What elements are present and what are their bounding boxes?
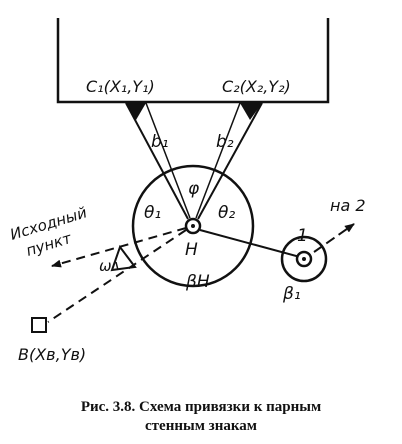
- line-h-to-point-1: [199, 229, 301, 258]
- label-b2: b₂: [216, 132, 234, 152]
- label-c2: C₂(X₂,Y₂): [222, 77, 291, 96]
- label-point-1: 1: [297, 226, 308, 246]
- point-b-square: [31, 317, 47, 333]
- omega-angle-sector: [110, 244, 137, 272]
- label-beta1: β₁: [282, 284, 301, 304]
- omega-tick: [115, 261, 119, 271]
- wall-mark-c1-wedge: [126, 103, 146, 120]
- sight-line-b2: [197, 102, 263, 220]
- arrow-to-point-2: [313, 223, 355, 253]
- wall-mark-c2-wedge: [240, 103, 262, 120]
- station-h-marker-inner: [191, 224, 195, 228]
- station-circle: [131, 164, 255, 288]
- sight-line-b1-right: [145, 102, 191, 219]
- dashed-line-to-b: [47, 229, 187, 323]
- caption-line-1: Рис. 3.8. Схема привязки к парным: [81, 399, 321, 415]
- label-h: H: [185, 240, 198, 260]
- sight-line-b2-left: [195, 102, 241, 219]
- label-b1: b₁: [151, 132, 169, 152]
- label-to-point-2: на 2: [330, 196, 366, 215]
- sight-line-b1: [125, 102, 189, 220]
- label-phi: φ: [188, 179, 200, 199]
- label-point-b: B(Xв,Yв): [18, 345, 86, 364]
- label-theta1: θ₁: [144, 203, 161, 223]
- label-theta2: θ₂: [218, 203, 235, 223]
- label-beta-h: βH: [185, 272, 210, 292]
- label-c1: C₁(X₁,Y₁): [86, 77, 155, 96]
- caption-line-2: стенным знакам: [145, 418, 257, 434]
- label-omega: ω: [99, 257, 112, 275]
- building-wall: [56, 18, 330, 104]
- point-1-center: [302, 257, 306, 261]
- dashed-line-to-origin: [51, 227, 187, 268]
- point-1-outer: [280, 235, 328, 283]
